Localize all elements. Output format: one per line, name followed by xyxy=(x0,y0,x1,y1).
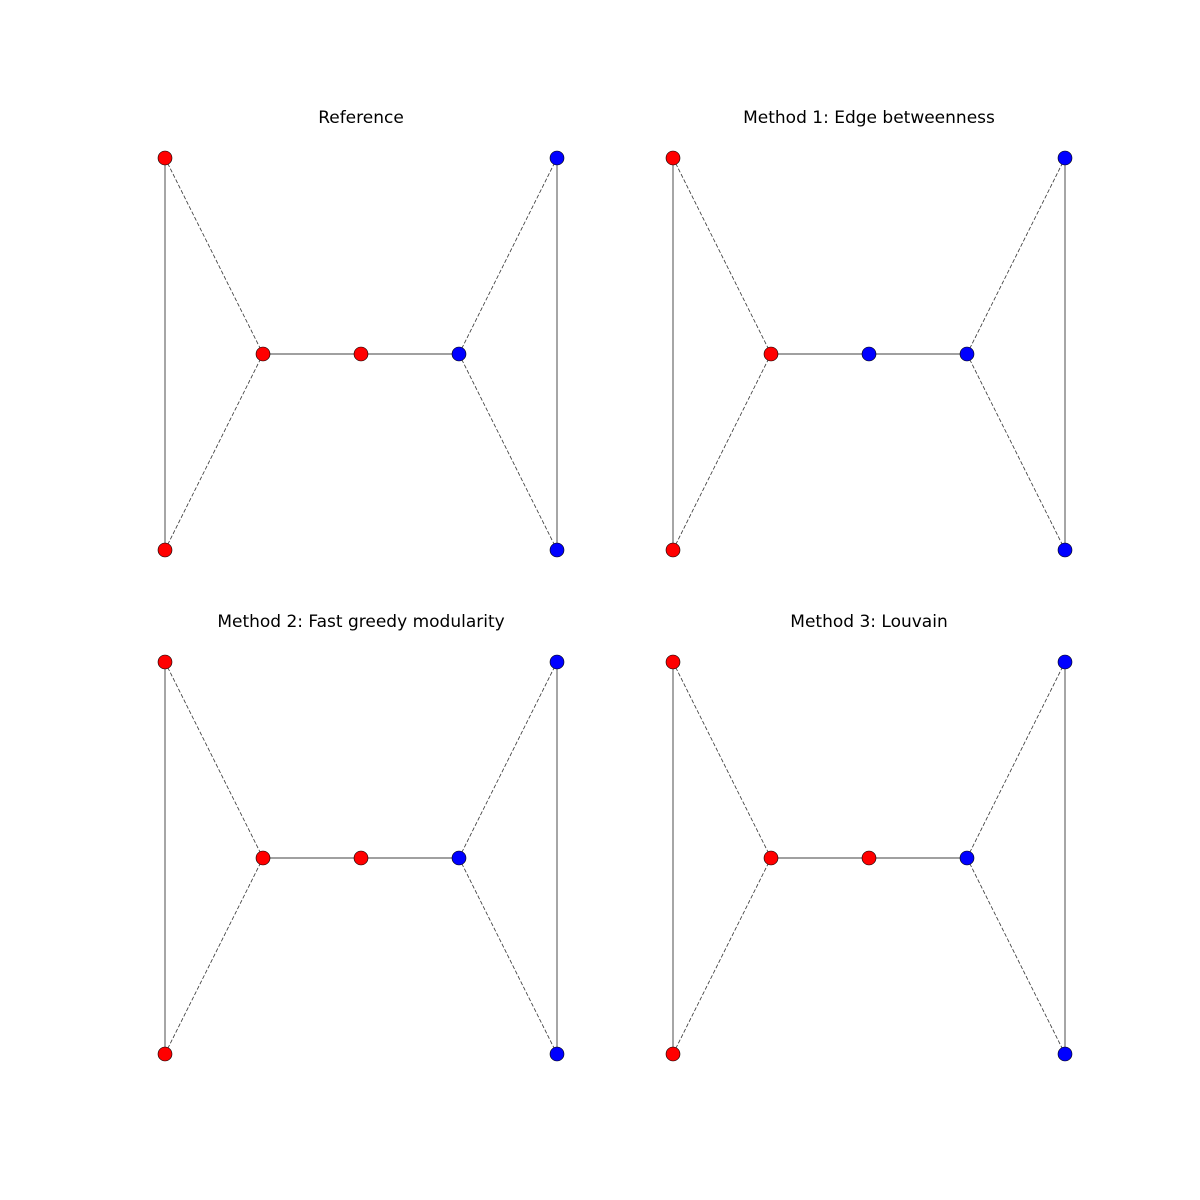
node-right-bottom xyxy=(1057,1046,1073,1062)
node-right-top xyxy=(549,150,565,166)
edge-left-bottom-left-hub xyxy=(164,353,264,551)
edge-left-bottom-left-hub xyxy=(672,353,772,551)
edge-left-top-left-hub xyxy=(164,661,264,859)
node-right-top xyxy=(1057,150,1073,166)
node-left-hub xyxy=(255,346,271,362)
edge-right-hub-right-top xyxy=(966,661,1066,859)
edge-left-top-left-hub xyxy=(672,157,772,355)
node-left-top xyxy=(665,654,681,670)
node-left-hub xyxy=(763,850,779,866)
panel-title: Method 3: Louvain xyxy=(790,612,948,632)
edge-right-hub-right-bottom xyxy=(458,353,558,551)
node-right-hub xyxy=(959,346,975,362)
edge-right-hub-right-bottom xyxy=(966,857,1066,1055)
panel-title: Method 2: Fast greedy modularity xyxy=(217,612,505,632)
panel-method-3: Method 3: Louvain xyxy=(649,612,1089,1078)
node-center xyxy=(861,346,877,362)
node-left-bottom xyxy=(665,1046,681,1062)
node-right-hub xyxy=(959,850,975,866)
node-left-top xyxy=(157,150,173,166)
graph-canvas xyxy=(665,654,1073,1062)
node-right-top xyxy=(1057,654,1073,670)
edge-left-top-left-hub xyxy=(164,157,264,355)
node-right-bottom xyxy=(549,1046,565,1062)
edge-left-top-left-hub xyxy=(672,661,772,859)
node-left-top xyxy=(665,150,681,166)
node-left-bottom xyxy=(157,542,173,558)
edge-right-hub-right-top xyxy=(458,661,558,859)
node-left-hub xyxy=(763,346,779,362)
panel-title: Reference xyxy=(318,108,404,128)
node-right-hub xyxy=(451,346,467,362)
edge-right-hub-right-bottom xyxy=(458,857,558,1055)
graph-canvas xyxy=(157,654,565,1062)
node-center xyxy=(353,346,369,362)
panel-method-1: Method 1: Edge betweenness xyxy=(649,108,1089,574)
node-center xyxy=(861,850,877,866)
node-center xyxy=(353,850,369,866)
node-left-bottom xyxy=(665,542,681,558)
node-left-bottom xyxy=(157,1046,173,1062)
panel-method-2: Method 2: Fast greedy modularity xyxy=(141,612,581,1078)
graph-canvas xyxy=(665,150,1073,558)
edge-right-hub-right-bottom xyxy=(966,353,1066,551)
node-right-bottom xyxy=(1057,542,1073,558)
panel-title: Method 1: Edge betweenness xyxy=(743,108,995,128)
edge-right-hub-right-top xyxy=(458,157,558,355)
node-right-top xyxy=(549,654,565,670)
node-right-bottom xyxy=(549,542,565,558)
edge-right-hub-right-top xyxy=(966,157,1066,355)
node-right-hub xyxy=(451,850,467,866)
node-left-hub xyxy=(255,850,271,866)
graph-canvas xyxy=(157,150,565,558)
edge-left-bottom-left-hub xyxy=(672,857,772,1055)
edge-left-bottom-left-hub xyxy=(164,857,264,1055)
node-left-top xyxy=(157,654,173,670)
panel-reference: Reference xyxy=(141,108,581,574)
